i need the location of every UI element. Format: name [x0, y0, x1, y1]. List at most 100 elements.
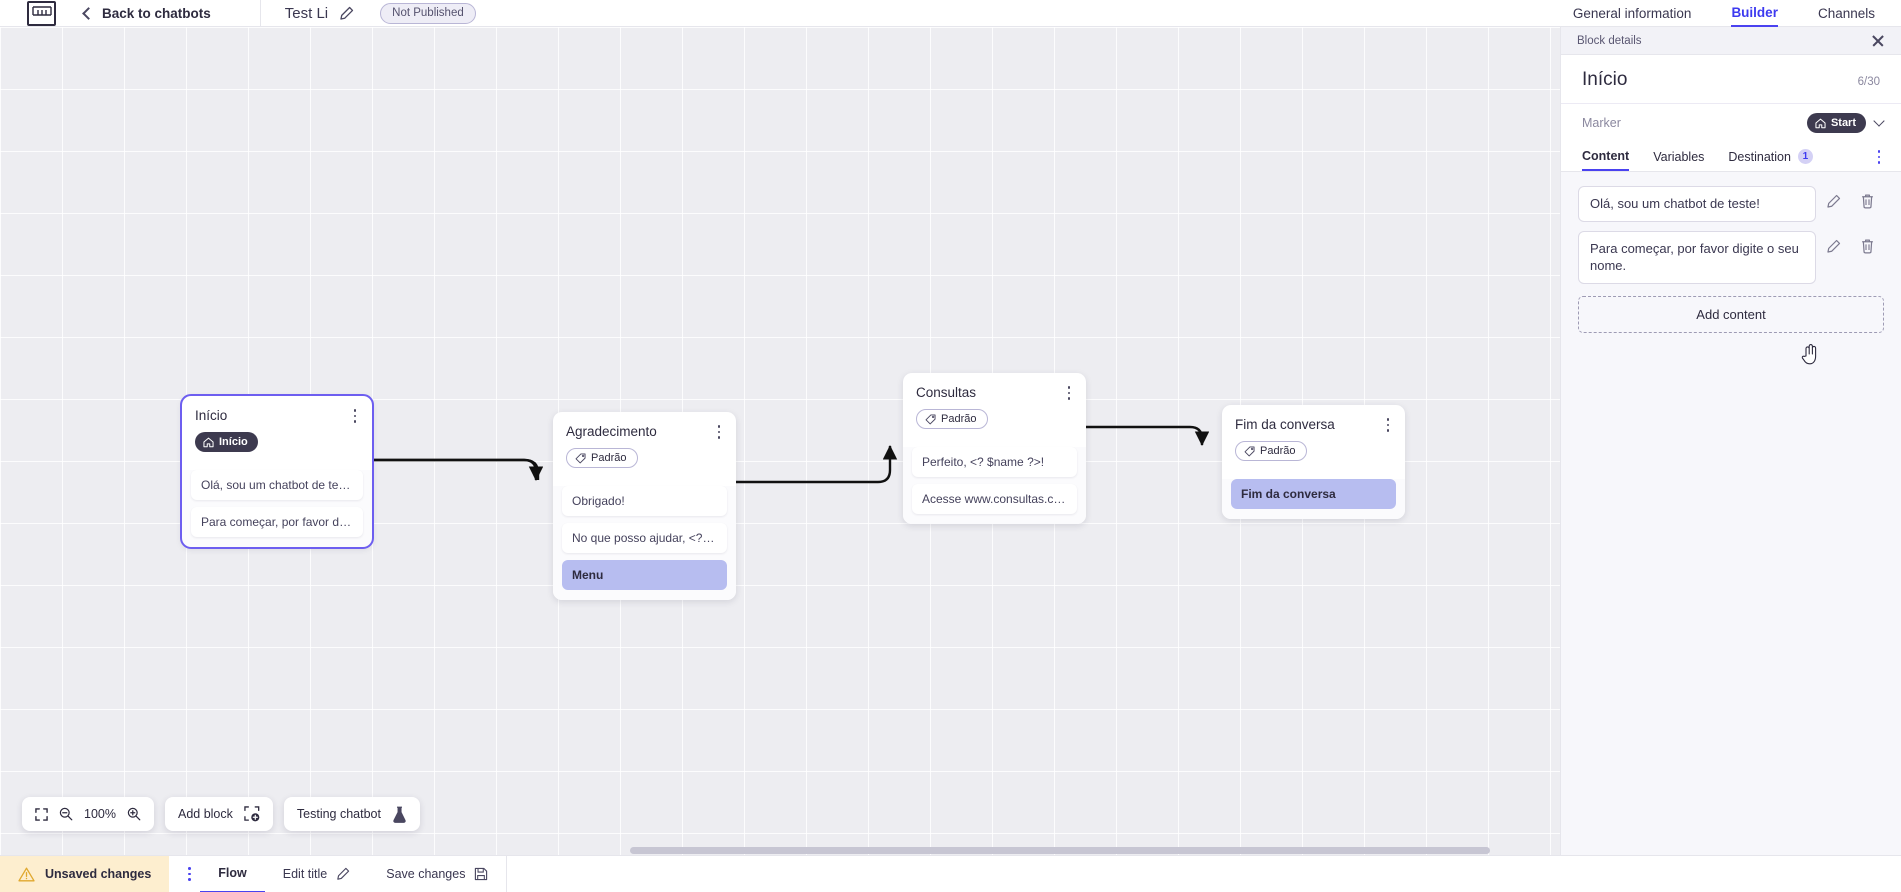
canvas-horizontal-scrollbar[interactable] — [0, 846, 1560, 855]
marker-label: Marker — [1582, 116, 1621, 130]
flask-icon — [392, 806, 407, 823]
panel-header: Block details — [1561, 27, 1901, 55]
delete-content-icon[interactable] — [1850, 193, 1884, 209]
flow-block-consultas[interactable]: Consultas Padrão Perfeito, <? $name ?>! … — [903, 373, 1086, 524]
tab-builder[interactable]: Builder — [1731, 0, 1778, 27]
block-marker-badge[interactable]: Padrão — [566, 448, 639, 468]
marker-value-label: Start — [1830, 117, 1856, 129]
content-text[interactable]: Olá, sou um chatbot de teste! — [1578, 186, 1816, 223]
block-message[interactable]: Acesse www.consultas.com par... — [912, 483, 1077, 514]
edit-title-pencil-icon[interactable] — [339, 6, 354, 21]
tag-icon — [575, 452, 586, 463]
add-content-button[interactable]: Add content — [1578, 295, 1884, 333]
edge-inicio-curve — [373, 458, 540, 480]
flow-block-agradecimento[interactable]: Agradecimento Padrão Obrigado! No que po… — [553, 412, 736, 600]
panel-content-list: Olá, sou um chatbot de teste! Para começ… — [1561, 172, 1901, 284]
block-title: Fim da conversa — [1235, 417, 1335, 432]
content-actions — [1816, 186, 1884, 209]
edge-inicio-to-agradecimento — [373, 458, 544, 481]
header-tabs: General information Builder Channels — [1573, 0, 1875, 27]
panel-more-icon[interactable] — [1871, 148, 1887, 166]
block-details-panel: Block details Início 6/30 Marker Start C… — [1560, 27, 1901, 855]
bottom-bar: Unsaved changes Flow Edit title Save cha… — [0, 855, 1901, 892]
app-header: Back to chatbots Test Li Not Published G… — [0, 0, 1901, 27]
block-marker-badge-label: Padrão — [1260, 445, 1296, 457]
save-changes-button[interactable]: Save changes — [368, 856, 506, 892]
warning-triangle-icon — [18, 867, 35, 881]
block-menu-icon[interactable] — [348, 407, 362, 425]
back-to-chatbots-link[interactable]: Back to chatbots — [82, 5, 211, 21]
block-marker-badge[interactable]: Padrão — [916, 409, 989, 429]
flow-block-inicio[interactable]: Início Início Olá, sou um chatbot de tes… — [180, 394, 374, 549]
block-badge-row: Padrão — [903, 400, 1086, 440]
block-badge-row: Padrão — [553, 439, 736, 479]
block-message[interactable]: Para começar, por favor digite o ... — [191, 506, 363, 537]
bottom-edit-title-button[interactable]: Edit title — [265, 856, 368, 892]
block-messages: Obrigado! No que posso ajudar, <? $name … — [553, 485, 736, 600]
panel-body: Início 6/30 Marker Start Content Variabl… — [1561, 55, 1901, 172]
bottom-bar-menu-icon[interactable] — [178, 856, 200, 892]
block-message[interactable]: Perfeito, <? $name ?>! — [912, 446, 1077, 477]
block-header: Início — [182, 396, 372, 423]
block-marker-badge-label: Início — [219, 436, 248, 448]
delete-content-icon[interactable] — [1850, 238, 1884, 254]
panel-header-title: Block details — [1577, 34, 1642, 47]
panel-block-title: Início — [1582, 69, 1628, 90]
zoom-level-label: 100% — [84, 807, 116, 821]
back-to-chatbots-label: Back to chatbots — [102, 5, 211, 21]
marker-select[interactable]: Start — [1806, 113, 1885, 133]
fit-screen-icon[interactable] — [35, 807, 48, 821]
edge-agradecimento-to-consultas — [736, 445, 898, 484]
bottom-tab-flow[interactable]: Flow — [200, 856, 265, 892]
add-block-button[interactable]: Add block — [164, 797, 273, 831]
content-item: Para começar, por favor digite o seu nom… — [1578, 231, 1884, 284]
tab-general-information[interactable]: General information — [1572, 6, 1692, 21]
block-message[interactable]: Obrigado! — [562, 485, 727, 516]
block-message-highlight[interactable]: Menu — [562, 559, 727, 590]
testing-chatbot-button[interactable]: Testing chatbot — [283, 797, 420, 831]
panel-tab-variables[interactable]: Variables — [1653, 142, 1704, 171]
block-menu-icon[interactable] — [712, 423, 726, 441]
block-message[interactable]: Olá, sou um chatbot de teste! — [191, 469, 363, 500]
block-title: Consultas — [916, 385, 977, 400]
destination-count-badge: 1 — [1797, 149, 1813, 164]
tag-icon — [1244, 445, 1255, 456]
block-message-highlight[interactable]: Fim da conversa — [1231, 478, 1396, 509]
zoom-in-icon[interactable] — [127, 807, 141, 821]
block-marker-badge[interactable]: Início — [195, 432, 258, 452]
block-marker-badge-label: Padrão — [591, 452, 627, 464]
chevron-down-icon[interactable] — [1873, 115, 1885, 127]
bottom-edit-title-label: Edit title — [282, 867, 328, 881]
panel-tab-destination[interactable]: Destination 1 — [1728, 142, 1813, 171]
tab-channels[interactable]: Channels — [1817, 6, 1875, 21]
app-logo[interactable] — [27, 0, 56, 26]
home-icon — [1815, 118, 1826, 128]
edit-content-icon[interactable] — [1816, 239, 1850, 254]
block-marker-badge[interactable]: Padrão — [1235, 441, 1308, 461]
block-marker-badge-label: Padrão — [941, 413, 977, 425]
content-text[interactable]: Para começar, por favor digite o seu nom… — [1578, 231, 1816, 284]
scrollbar-thumb[interactable] — [630, 847, 1490, 854]
add-block-icon — [244, 806, 260, 822]
block-menu-icon[interactable] — [1381, 416, 1395, 434]
canvas-toolbar: 100% Add block Testing chatbot — [22, 797, 420, 831]
bottom-bar-divider — [506, 855, 508, 892]
block-message[interactable]: No que posso ajudar, <? $name ... — [562, 522, 727, 553]
bottom-tab-flow-label: Flow — [218, 866, 247, 880]
save-changes-label: Save changes — [386, 867, 466, 881]
header-divider — [259, 0, 261, 27]
block-menu-icon[interactable] — [1062, 384, 1076, 402]
edit-content-icon[interactable] — [1816, 194, 1850, 209]
pencil-icon — [336, 867, 350, 881]
close-icon[interactable] — [1871, 34, 1885, 48]
marker-value-badge[interactable]: Start — [1806, 113, 1866, 133]
panel-tab-content-label: Content — [1582, 148, 1630, 163]
block-badge-row: Padrão — [1222, 432, 1405, 472]
flow-block-fim-da-conversa[interactable]: Fim da conversa Padrão Fim da conversa — [1222, 405, 1405, 519]
block-messages: Fim da conversa — [1222, 478, 1405, 519]
panel-tab-content[interactable]: Content — [1582, 142, 1630, 171]
flow-canvas[interactable]: Início Início Olá, sou um chatbot de tes… — [0, 27, 1560, 855]
zoom-out-icon[interactable] — [59, 807, 73, 821]
chevron-left-icon — [82, 6, 95, 20]
zoom-controls: 100% — [22, 797, 154, 831]
